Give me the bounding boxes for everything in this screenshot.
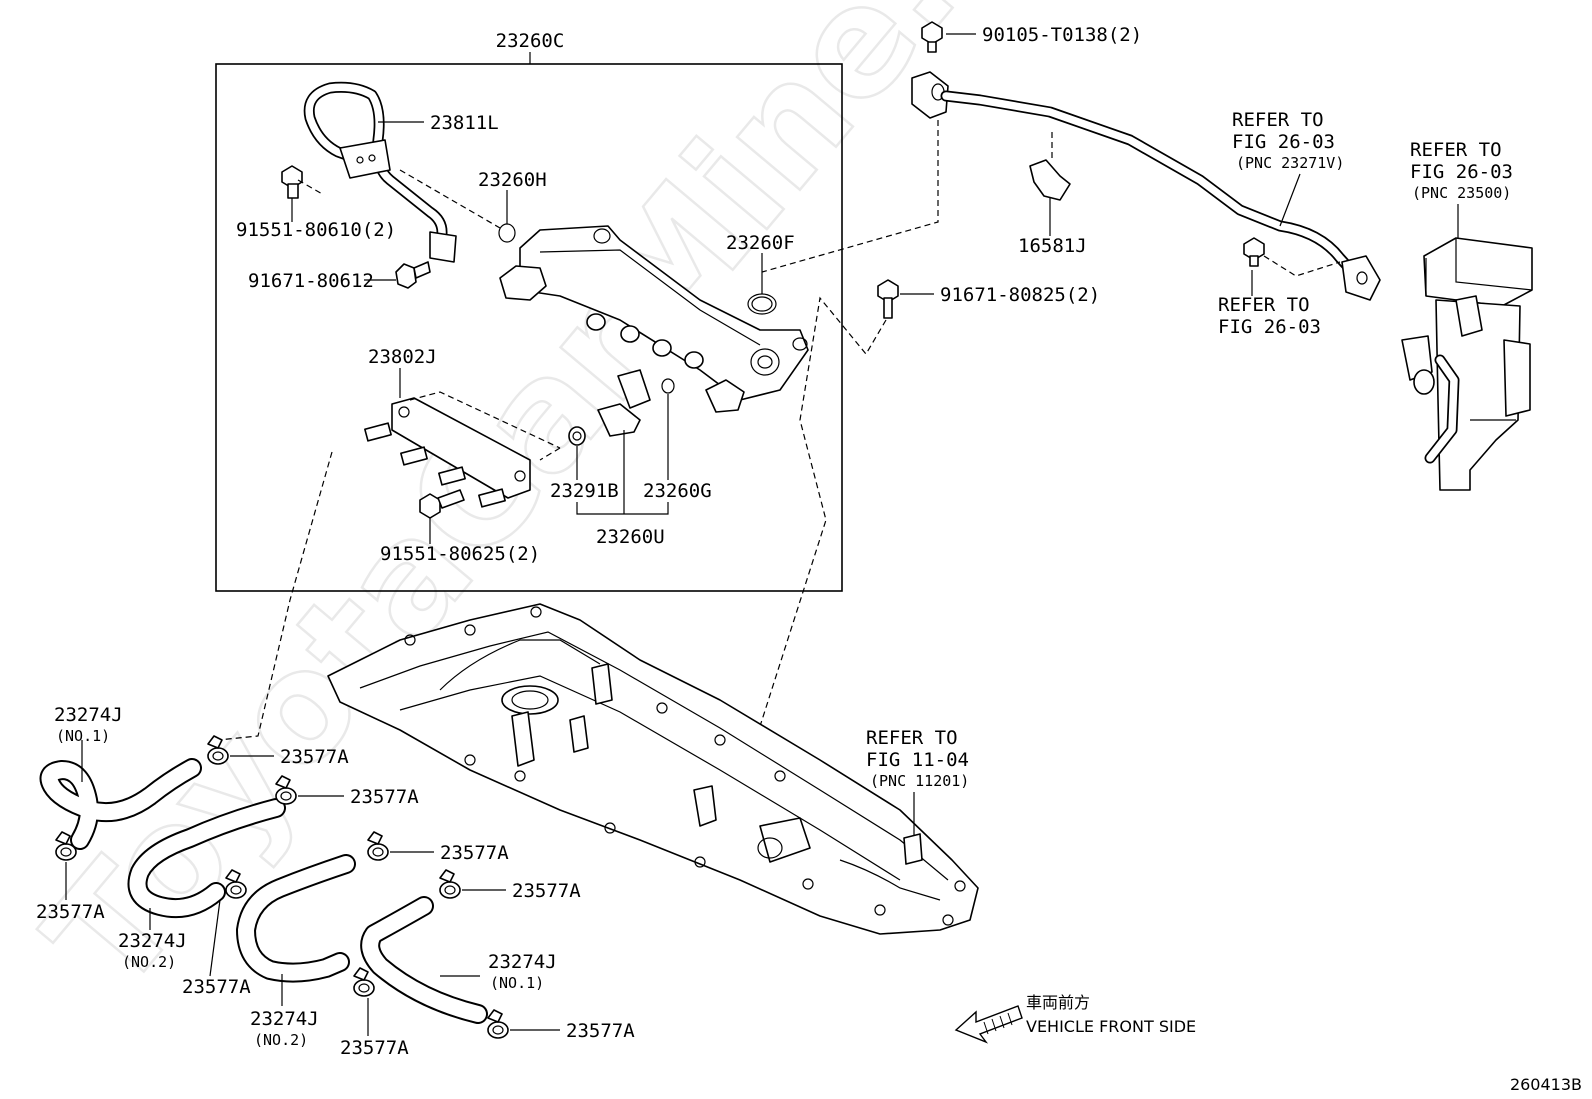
cylinder-head-cover[interactable] [327, 603, 979, 935]
fuel-hose-23274J-no1-top[interactable] [39, 758, 202, 850]
callout-23577A-e: 23577A [36, 901, 105, 923]
hose-23274J-no1-top-sub: (NO.1) [56, 727, 110, 745]
callout-23260H: 23260H [478, 169, 547, 191]
hose-23274J-no2-mid-sub: (NO.2) [254, 1031, 308, 1049]
svg-text:REFER TO: REFER TO [1218, 294, 1310, 316]
svg-text:FIG 11-04: FIG 11-04 [866, 749, 969, 771]
hose-clamp-23577A-f[interactable] [225, 869, 247, 899]
svg-text:FIG 26-03: FIG 26-03 [1410, 161, 1513, 183]
callout-91551-80625: 91551-80625(2) [380, 543, 540, 565]
bolt-91551-80625[interactable] [419, 489, 465, 519]
vehicle-front-direction: 車両前方 VEHICLE FRONT SIDE [954, 993, 1196, 1044]
svg-text:REFER TO: REFER TO [1410, 139, 1502, 161]
reference-fig-26-03-pnc-23271v: REFER TO FIG 26-03 (PNC 23271V) [1232, 109, 1344, 172]
callout-23577A-f: 23577A [182, 976, 251, 998]
reference-fig-26-03-pnc-23500: REFER TO FIG 26-03 (PNC 23500) [1410, 139, 1513, 202]
bolt-91551-80610[interactable] [281, 165, 303, 199]
callout-23291B: 23291B [550, 480, 619, 502]
svg-text:(PNC 23500): (PNC 23500) [1412, 184, 1511, 202]
svg-text:FIG 26-03: FIG 26-03 [1232, 131, 1335, 153]
hose-clamp-23577A-a[interactable] [207, 735, 229, 765]
fuel-pressure-sensor-23260U[interactable] [597, 369, 651, 437]
callout-90105-T0138: 90105-T0138(2) [982, 24, 1142, 46]
callout-23811L: 23811L [430, 112, 499, 134]
fuel-delivery-pipe[interactable] [499, 225, 809, 413]
callout-23577A-b: 23577A [350, 786, 419, 808]
callout-91671-80825: 91671-80825(2) [940, 284, 1100, 306]
callout-23577A-d: 23577A [512, 880, 581, 902]
hose-clamp-23577A-g[interactable] [353, 967, 375, 997]
figure-number: 260413B [1510, 1075, 1582, 1094]
vehicle-front-arrow-icon [954, 1005, 1023, 1044]
callout-23577A-h: 23577A [566, 1020, 635, 1042]
reference-fig-11-04-pnc-11201: REFER TO FIG 11-04 (PNC 11201) [866, 727, 969, 790]
fuel-pipe-23811L[interactable] [303, 81, 457, 263]
callout-91551-80610: 91551-80610(2) [236, 219, 396, 241]
high-pressure-fuel-pipe[interactable] [911, 71, 1381, 301]
bolt-91671-80612[interactable] [395, 261, 431, 289]
fuel-rail-assembly-group: 23260C [215, 30, 843, 592]
hose-23274J-no2-mid-label: 23274J [250, 1008, 319, 1030]
bolt-90105-T0138[interactable] [921, 21, 943, 53]
fuel-hose-23274J-no2-mid[interactable] [236, 854, 356, 983]
callout-23577A-g: 23577A [340, 1037, 409, 1059]
callout-23577A-a: 23577A [280, 746, 349, 768]
callout-91671-80612: 91671-80612 [248, 270, 374, 292]
hose-23274J-no2-left-label: 23274J [118, 930, 187, 952]
vehicle-front-en: VEHICLE FRONT SIDE [1026, 1017, 1196, 1036]
svg-text:REFER TO: REFER TO [866, 727, 958, 749]
hose-23274J-no1-right-label: 23274J [488, 951, 557, 973]
svg-text:FIG 26-03: FIG 26-03 [1218, 316, 1321, 338]
hose-23274J-no2-left-sub: (NO.2) [122, 953, 176, 971]
fuel-hose-23274J-no2-left[interactable] [127, 798, 286, 919]
callout-23802J: 23802J [368, 346, 437, 368]
callout-23260U: 23260U [596, 526, 665, 548]
group-box-label: 23260C [496, 30, 565, 52]
callout-16581J: 16581J [1018, 235, 1087, 257]
pipe-clamp-16581J[interactable] [1029, 159, 1071, 201]
o-ring-23260H[interactable] [498, 223, 516, 243]
hose-clamp-23577A-c[interactable] [367, 831, 389, 861]
hose-clamp-23577A-b[interactable] [275, 775, 297, 805]
bolt-91671-80825[interactable] [877, 279, 899, 319]
callout-23260G: 23260G [643, 480, 712, 502]
hose-clamp-23577A-e[interactable] [55, 831, 77, 861]
group-box [215, 63, 843, 592]
fuel-pump-assembly[interactable] [1401, 237, 1533, 491]
reference-fig-26-03-bolt: REFER TO FIG 26-03 [1218, 294, 1321, 338]
fuel-injector-spacer-23802J[interactable] [364, 397, 531, 508]
svg-text:(PNC 23271V): (PNC 23271V) [1236, 154, 1344, 172]
hose-clamp-23577A-d[interactable] [439, 869, 461, 899]
hose-23274J-no1-top-label: 23274J [54, 704, 123, 726]
hose-23274J-no1-right-sub: (NO.1) [490, 974, 544, 992]
callout-23577A-c: 23577A [440, 842, 509, 864]
hose-clamp-23577A-h[interactable] [487, 1009, 509, 1039]
bolt-ref-fig-26-03[interactable] [1243, 237, 1265, 267]
svg-text:(PNC 11201): (PNC 11201) [870, 772, 969, 790]
o-ring-23260G[interactable] [661, 378, 675, 394]
callout-23260F: 23260F [726, 232, 795, 254]
svg-text:REFER TO: REFER TO [1232, 109, 1324, 131]
fuel-hose-23274J-no1-right[interactable] [360, 896, 488, 1024]
vehicle-front-jp: 車両前方 [1026, 993, 1090, 1012]
gasket-23291B[interactable] [568, 426, 586, 446]
